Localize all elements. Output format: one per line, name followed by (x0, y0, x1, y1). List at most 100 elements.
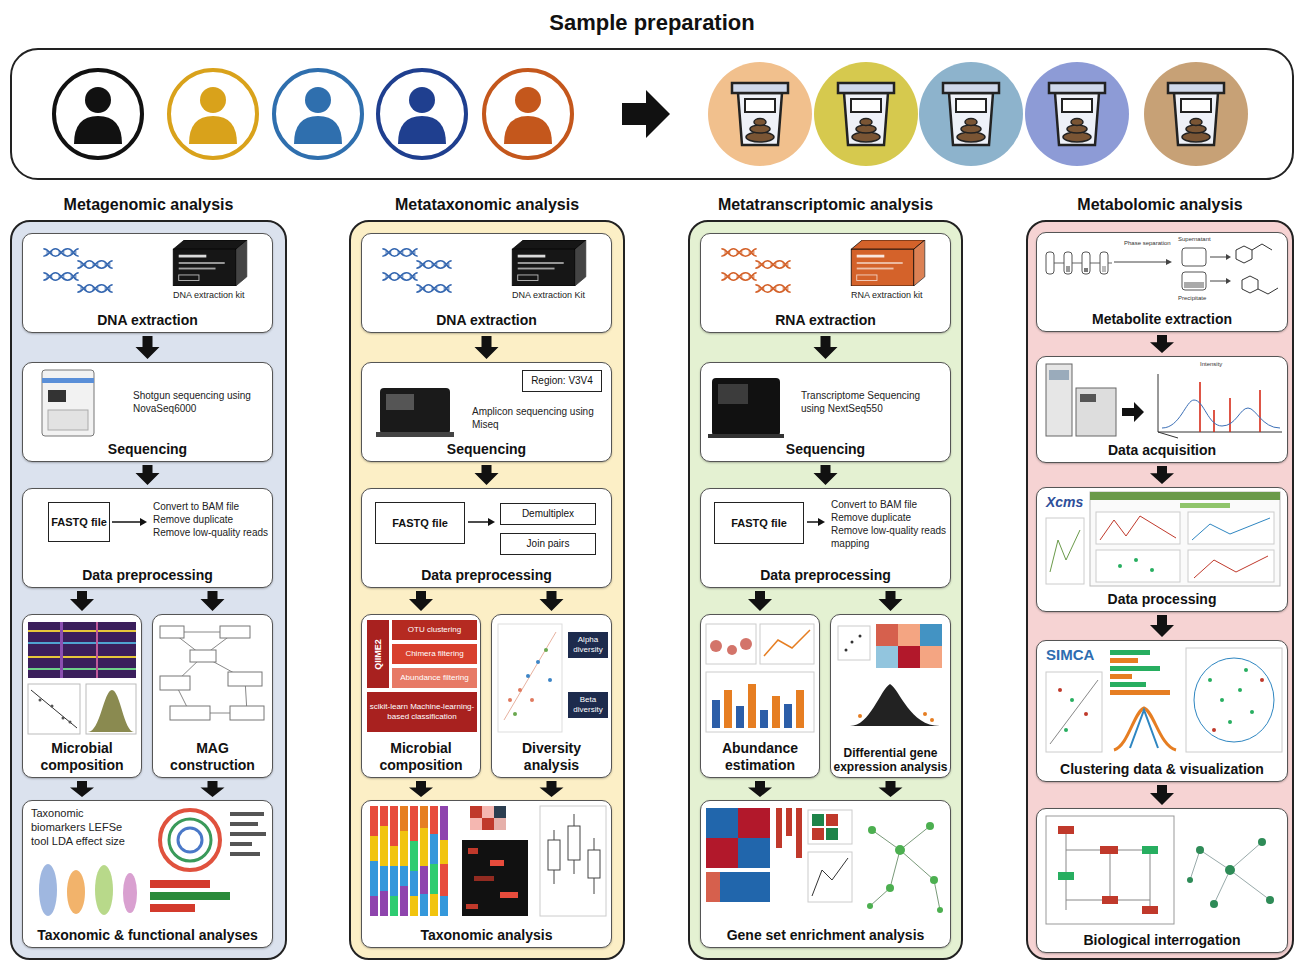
stacked-bar-chart (420, 894, 428, 916)
step-label: Taxonomic analysis (362, 927, 611, 947)
abundance-plots (706, 624, 756, 664)
tool-box: scikit-learn Machine-learning-based clas… (367, 692, 477, 732)
network-thumbnail (230, 706, 264, 720)
biomarker-plots (230, 842, 252, 846)
label-holder: SIMCA (1046, 646, 1094, 664)
enrichment-plots (706, 872, 720, 902)
network-thumbnail (190, 650, 216, 662)
pathway-map (1258, 838, 1266, 846)
clustering-plots (1058, 688, 1062, 692)
extraction-scheme (1066, 266, 1070, 272)
heatmap-thumbnail (28, 668, 136, 670)
step-box: Convert to BAM file Remove duplicate Rem… (22, 488, 273, 588)
stacked-bar-chart (494, 818, 506, 830)
stacked-bar-chart (400, 886, 408, 916)
sample-icons (708, 62, 812, 166)
step-label: Microbial composition (23, 740, 141, 777)
scatter-thumbnail (530, 698, 534, 702)
person-icons (294, 116, 342, 144)
biomarker-plots (67, 870, 85, 914)
small-arrow (112, 521, 140, 523)
clustering-plots (1064, 728, 1068, 732)
stacked-bar-chart (370, 861, 378, 896)
step-label: Alpha diversity (568, 635, 608, 655)
stacked-bar-chart (430, 894, 438, 916)
kit-icon (851, 240, 925, 286)
step-label: QIIME2 (373, 639, 384, 670)
step-label: OTU clustering (408, 625, 461, 635)
label-holder: Precipitate (1178, 295, 1206, 302)
step-label: FASTQ file (731, 517, 787, 530)
clustering-plots (1208, 678, 1212, 682)
stacked-bar-chart (390, 846, 398, 866)
extraction-scheme (1184, 282, 1204, 288)
stacked-bar-chart (410, 806, 418, 841)
label-holder: Intensity (1200, 361, 1222, 368)
expression-plots (923, 712, 927, 716)
heatmap-thumbnail (51, 705, 54, 708)
clustering-plots (1110, 674, 1132, 679)
software-screenshot (1050, 530, 1080, 572)
pathway-map (1066, 830, 1150, 910)
biomarker-plots (150, 904, 195, 912)
step-box: Data preprocessingFASTQ fileDemultiplexJ… (361, 488, 612, 588)
enrichment-plots (776, 808, 782, 848)
file-box: FASTQ file (48, 502, 110, 542)
biomarker-plots (230, 822, 258, 826)
stacked-bar-chart (370, 806, 378, 836)
heatmap-thumbnail (60, 622, 63, 678)
step-label: Beta diversity (568, 695, 608, 715)
pathway-map (1100, 846, 1118, 854)
kit-icon (173, 240, 247, 286)
clustering-plots (1260, 678, 1264, 682)
scatter-thumbnail (548, 678, 552, 682)
biomarker-plots (150, 892, 230, 900)
enrichment-plots (926, 822, 934, 830)
clustering-plots (1228, 720, 1232, 724)
software-screenshot (1046, 518, 1084, 584)
instrument-scheme (1046, 364, 1072, 436)
scatter-thumbnail (513, 712, 517, 716)
tool-box: Abundance filtering (392, 668, 477, 688)
scatter-thumbnail (544, 648, 548, 652)
abundance-plots (784, 704, 792, 728)
step-label: Gene set enrichment analysis (701, 927, 950, 947)
clustering-plots (1238, 688, 1242, 692)
abundance-plots (727, 645, 737, 655)
stacked-bar-chart (420, 866, 428, 894)
enrichment-plots (786, 808, 792, 836)
expression-plots (876, 624, 898, 646)
extraction-scheme (1114, 262, 1166, 263)
caption: DNA extraction kit (173, 289, 271, 301)
heading: Metagenomic analysis (12, 195, 285, 215)
enrichment-plots (796, 808, 802, 858)
sequencer-icon (386, 394, 414, 410)
abundance-plots (764, 630, 810, 656)
biomarker-plots (39, 864, 57, 916)
clustering-plots (1070, 698, 1074, 702)
sample-icons (838, 83, 894, 145)
expression-plots (898, 646, 920, 668)
enrichment-plots (720, 872, 770, 902)
scatter-thumbnail (498, 624, 562, 732)
software-screenshot (1188, 550, 1274, 582)
clustering-plots (1186, 648, 1282, 752)
pathway-map (1225, 865, 1235, 875)
annotation: Precipitate (1178, 295, 1206, 302)
clustering-plots (1244, 668, 1248, 672)
enrichment-plots (738, 838, 770, 868)
extraction-scheme (1182, 272, 1206, 290)
sample-icons (1144, 62, 1248, 166)
person-icons (189, 116, 237, 144)
sequencer-icon (42, 370, 94, 436)
step-box: Microbial compositionQIIME2OTU clusterin… (361, 614, 481, 778)
sample-icons (732, 83, 788, 145)
pathway-map (1142, 906, 1158, 914)
sample-icons (814, 62, 918, 166)
clustering-plots (1194, 658, 1274, 742)
step-label: RNA extraction (701, 312, 950, 332)
extraction-scheme (1082, 252, 1090, 274)
sequencer-icon (380, 388, 450, 434)
stacked-bar-chart (430, 864, 438, 894)
scatter-thumbnail (508, 698, 512, 702)
